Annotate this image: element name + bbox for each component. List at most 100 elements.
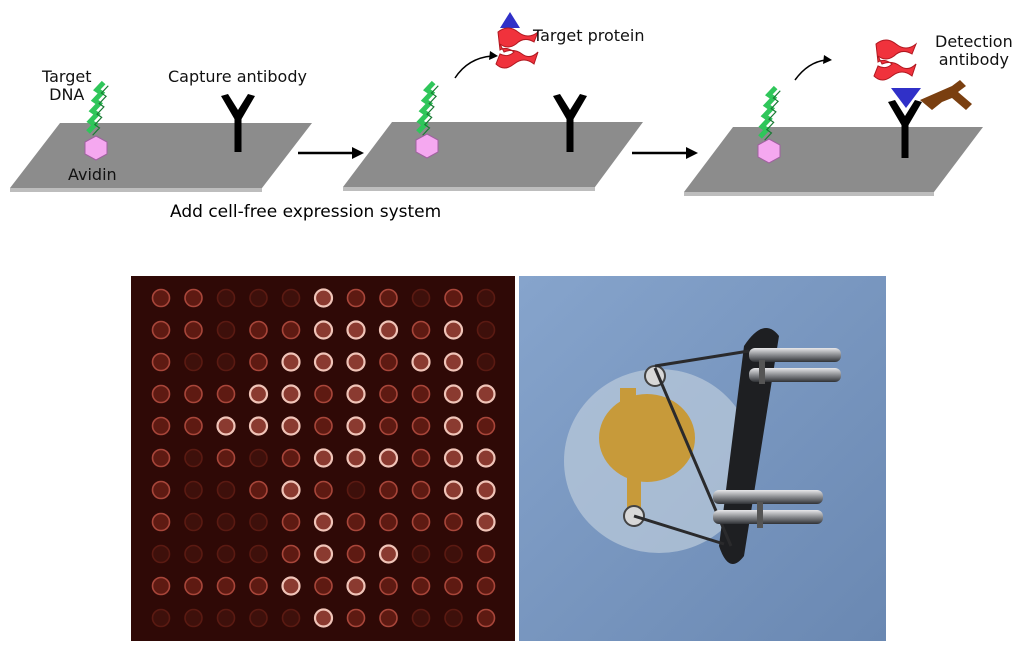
array-spot xyxy=(151,288,171,308)
array-spot xyxy=(281,320,301,340)
slide-3 xyxy=(684,127,983,196)
diagram-caption: Add cell-free expression system xyxy=(170,202,442,222)
array-spot xyxy=(281,416,301,436)
array-spot xyxy=(216,320,236,340)
array-spot xyxy=(314,384,333,404)
step-arrow-1 xyxy=(298,147,364,159)
array-spot xyxy=(281,448,301,468)
array-spot xyxy=(249,352,268,372)
array-spot xyxy=(411,448,431,468)
screw-rod-bottom xyxy=(713,490,823,504)
array-spot xyxy=(184,576,203,596)
avidin-label: Avidin xyxy=(68,165,117,184)
array-spot xyxy=(411,544,431,564)
capture-antibody-label: Capture antibody xyxy=(168,67,307,86)
bound-target-protein xyxy=(873,39,917,81)
array-spot xyxy=(216,448,236,468)
array-spot xyxy=(379,576,398,596)
array-spot xyxy=(281,288,301,308)
array-spot xyxy=(476,320,496,340)
array-spot xyxy=(443,320,464,340)
array-spot xyxy=(313,288,334,308)
array-spot xyxy=(281,480,301,500)
array-spot xyxy=(151,416,171,436)
slide-1 xyxy=(10,123,312,192)
array-spot xyxy=(411,288,431,308)
array-spot xyxy=(346,288,366,308)
array-spot xyxy=(346,384,366,404)
array-spot xyxy=(151,512,171,532)
array-spot xyxy=(314,416,333,436)
array-spot xyxy=(378,448,399,468)
array-spot xyxy=(216,480,236,500)
array-spot xyxy=(249,480,268,500)
array-spot xyxy=(249,608,268,628)
array-spot xyxy=(216,352,236,372)
array-spot xyxy=(313,544,334,564)
array-spot xyxy=(444,544,463,564)
array-spot xyxy=(184,448,203,468)
array-spot xyxy=(216,576,236,596)
array-spot xyxy=(313,608,334,628)
array-spot xyxy=(281,544,301,564)
array-spot xyxy=(184,480,203,500)
reaction-chamber xyxy=(599,394,695,482)
array-spot xyxy=(476,480,496,500)
array-spot xyxy=(379,416,398,436)
array-spot xyxy=(379,352,398,372)
array-spot xyxy=(411,384,431,404)
array-spot xyxy=(151,608,171,628)
array-spot xyxy=(411,416,431,436)
array-spot xyxy=(281,384,301,404)
array-spot xyxy=(346,544,366,564)
array-spot xyxy=(346,608,366,628)
array-spot xyxy=(346,480,366,500)
array-spot xyxy=(476,544,496,564)
array-spot xyxy=(443,448,464,468)
array-spot xyxy=(151,544,171,564)
array-spot xyxy=(346,512,366,532)
array-spot xyxy=(216,512,236,532)
array-spot xyxy=(184,352,203,372)
array-spot xyxy=(476,352,496,372)
expression-arrow-2 xyxy=(794,59,827,81)
target-protein-label: Target protein xyxy=(533,26,645,45)
array-spot xyxy=(281,576,301,596)
array-spot xyxy=(151,352,171,372)
target-dna-label: Target DNA xyxy=(42,67,92,104)
screw-rod-top xyxy=(749,348,841,362)
array-spot xyxy=(346,416,366,436)
array-spot xyxy=(313,512,334,532)
array-spot xyxy=(184,544,203,564)
slide-2 xyxy=(343,122,643,191)
array-spot xyxy=(151,320,171,340)
target-protein-shape xyxy=(495,27,539,69)
array-spot xyxy=(444,288,463,308)
array-spot xyxy=(249,320,268,340)
array-spot xyxy=(151,448,171,468)
array-spot xyxy=(411,320,431,340)
array-spot xyxy=(151,576,171,596)
array-spot xyxy=(476,288,496,308)
array-spot xyxy=(249,448,268,468)
array-spot xyxy=(411,352,431,372)
array-spot xyxy=(443,416,464,436)
array-spot xyxy=(313,320,334,340)
array-spot xyxy=(411,512,431,532)
array-spot xyxy=(378,544,399,564)
device-photo xyxy=(519,276,886,641)
step-arrow-2 xyxy=(632,147,698,159)
array-spot xyxy=(346,448,366,468)
array-spot xyxy=(249,544,268,564)
array-spot xyxy=(379,512,398,532)
array-spot xyxy=(379,288,398,308)
array-spot xyxy=(314,576,333,596)
holder-frame xyxy=(719,328,779,564)
array-spot xyxy=(313,448,334,468)
bound-protein-tag xyxy=(891,88,921,108)
array-spot xyxy=(444,512,463,532)
array-spot xyxy=(443,480,464,500)
array-spot xyxy=(443,352,464,372)
array-spot xyxy=(379,608,398,628)
